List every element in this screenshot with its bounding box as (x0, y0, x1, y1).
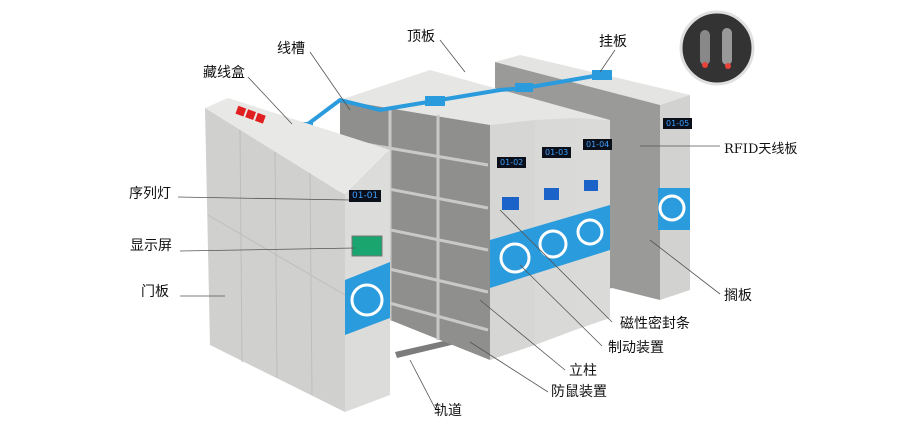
label-shelf: 搁板 (724, 288, 752, 304)
front-cabinet: ■■■ (205, 98, 390, 412)
label-rodent-guard: 防鼠装置 (551, 384, 607, 400)
leader-lines (177, 39, 721, 411)
label-rail: 轨道 (434, 403, 462, 419)
label-sequence-light: 序列灯 (129, 186, 171, 202)
label-display-screen: 显示屏 (130, 238, 172, 254)
label-cable-trough: 线槽 (277, 41, 305, 57)
cabinet-number-display: 01-05 (663, 118, 693, 129)
led-closeup-inset (679, 10, 755, 86)
label-door-panel: 门板 (141, 284, 169, 300)
cabinet-number-display: 01-03 (542, 147, 572, 158)
cabinet-number-display: 01-02 (497, 157, 527, 168)
label-brake-device: 制动装置 (608, 340, 664, 356)
label-rfid-antenna: RFID天线板 (724, 142, 798, 157)
cabinet-number-display: 01-01 (349, 190, 382, 202)
label-magnetic-seal: 磁性密封条 (620, 316, 690, 332)
label-upright-column: 立柱 (569, 363, 597, 379)
label-hanging-panel: 挂板 (599, 34, 627, 50)
cabinet-number-display: 01-04 (583, 139, 613, 150)
label-top-panel: 顶板 (407, 29, 435, 45)
label-cable-box: 藏线盒 (203, 65, 245, 81)
